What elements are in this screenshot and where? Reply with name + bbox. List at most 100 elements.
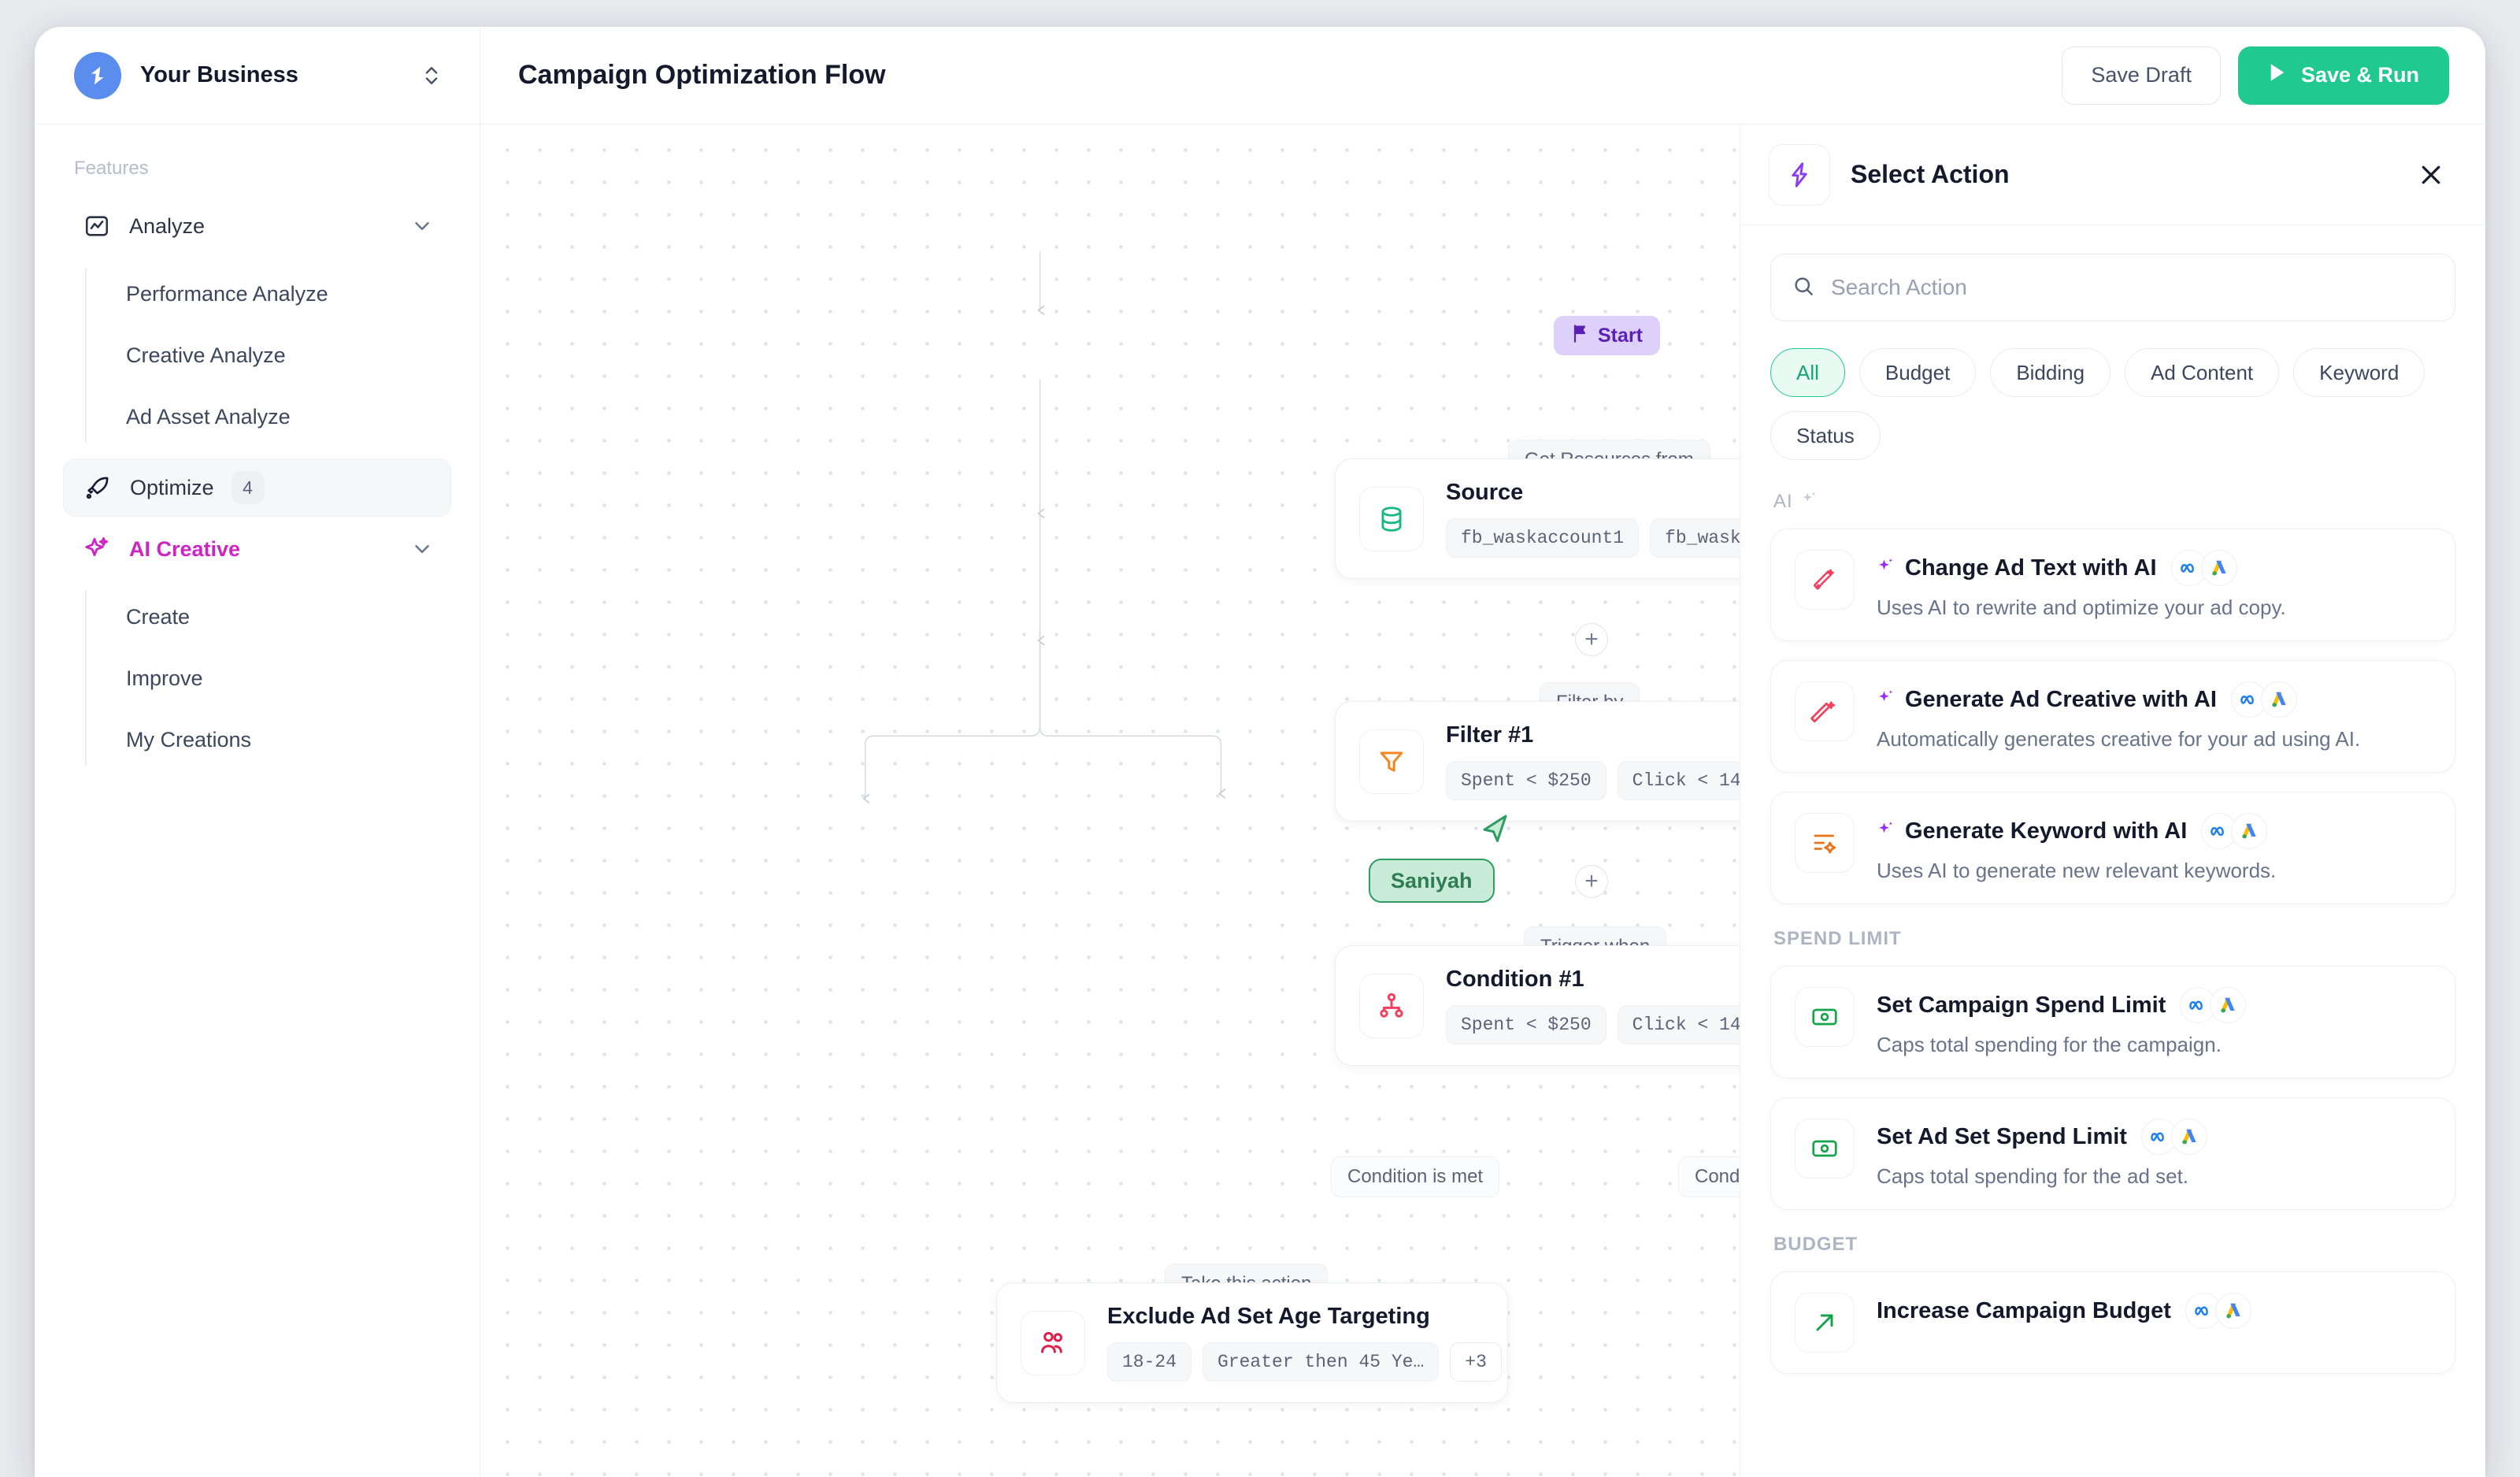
filter-chip-all[interactable]: All xyxy=(1770,348,1845,397)
node-title: Condition #1 xyxy=(1446,967,1584,992)
add-step-plus-button-1[interactable]: + xyxy=(1575,623,1608,656)
sidebar: Your Business Features Analyze xyxy=(35,27,480,1477)
body-row: Start Get Resources from Source fb_waska… xyxy=(480,124,2485,1477)
save-and-run-button[interactable]: Save & Run xyxy=(2237,46,2449,105)
platform-badges xyxy=(2170,550,2237,586)
action-title-row: Set Ad Set Spend Limit xyxy=(1877,1119,2207,1155)
paint-brush-icon xyxy=(1795,681,1855,741)
search-action-box[interactable] xyxy=(1770,254,2455,321)
group-label-ai: AI xyxy=(1773,490,2455,513)
node-chips: fb_waskaccount1 fb_waska… +3 xyxy=(1446,518,1740,558)
action-card-set-campaign-spend-limit[interactable]: Set Campaign Spend Limit xyxy=(1770,966,2455,1078)
sidebar-subitem-improve[interactable]: Improve xyxy=(126,666,203,690)
sidebar-subitem-my-creations[interactable]: My Creations xyxy=(126,727,252,751)
action-card-generate-ad-creative-with-ai[interactable]: Generate Ad Creative with AI xyxy=(1770,660,2455,773)
action-title: Generate Keyword with AI xyxy=(1905,818,2188,844)
node-filter[interactable]: Filter #1 Spent < $250 Click < 140… +3 xyxy=(1335,701,1740,822)
platform-badges xyxy=(2230,681,2297,718)
node-chip: 18-24 xyxy=(1107,1342,1192,1382)
chevron-up-down-icon[interactable] xyxy=(418,58,445,93)
search-input[interactable] xyxy=(1831,275,2434,300)
panel-header: Select Action xyxy=(1740,124,2485,225)
node-chip: fb_waskaccount1 xyxy=(1446,518,1640,558)
analyze-chart-icon xyxy=(80,213,113,239)
chevron-down-icon[interactable] xyxy=(410,537,434,561)
platform-badges xyxy=(2180,987,2247,1023)
sidebar-item-ai-creative[interactable]: AI Creative xyxy=(63,520,451,578)
node-title: Exclude Ad Set Age Targeting xyxy=(1107,1304,1430,1329)
sidebar-item-label: AI Creative xyxy=(129,536,241,561)
edge-label-condition-not-met: Condition isn't met xyxy=(1678,1156,1740,1197)
sidebar-item-analyze[interactable]: Analyze xyxy=(63,197,451,255)
action-body: Generate Ad Creative with AI xyxy=(1877,681,2360,751)
action-body: Change Ad Text with AI xyxy=(1877,550,2286,620)
play-icon xyxy=(2268,62,2287,88)
group-label-budget: BUDGET xyxy=(1773,1234,2455,1256)
action-card-set-ad-set-spend-limit[interactable]: Set Ad Set Spend Limit xyxy=(1770,1097,2455,1210)
filter-chip-bidding[interactable]: Bidding xyxy=(1990,348,2111,397)
nav-section-label: Features xyxy=(74,158,149,179)
node-chip: Spent < $250 xyxy=(1446,761,1606,800)
rocket-icon xyxy=(81,474,114,501)
node-source[interactable]: Source fb_waskaccount1 fb_waska… +3 xyxy=(1335,458,1740,579)
sidebar-item-optimize[interactable]: Optimize 4 xyxy=(63,458,451,517)
filter-chip-ad-content[interactable]: Ad Content xyxy=(2125,348,2280,397)
sidebar-subitem-performance-analyze[interactable]: Performance Analyze xyxy=(126,281,328,306)
sidebar-item-label: Optimize xyxy=(130,475,214,499)
page-title: Campaign Optimization Flow xyxy=(518,60,886,90)
google-ads-icon xyxy=(2210,987,2247,1023)
filter-chip-keyword[interactable]: Keyword xyxy=(2293,348,2426,397)
select-action-panel: Select Action All Budget xyxy=(1740,124,2485,1477)
google-ads-icon xyxy=(2231,813,2268,849)
google-ads-icon xyxy=(2170,1119,2207,1155)
workspace-switcher[interactable]: Your Business xyxy=(35,27,480,124)
action-card-change-ad-text-with-ai[interactable]: Change Ad Text with AI xyxy=(1770,529,2455,641)
sparkle-icon xyxy=(1877,688,1896,711)
action-title-row: Change Ad Text with AI xyxy=(1877,550,2286,586)
collab-cursor-label-saniyah: Saniyah xyxy=(1369,859,1495,903)
close-icon[interactable] xyxy=(2410,154,2452,196)
sparkle-icon xyxy=(80,535,113,563)
action-title: Increase Campaign Budget xyxy=(1877,1297,2171,1323)
main-area: Campaign Optimization Flow Save Draft Sa… xyxy=(480,27,2485,1477)
magic-wand-icon xyxy=(1795,550,1855,610)
sidebar-subitem-create[interactable]: Create xyxy=(126,604,191,629)
node-chip: Greater then 45 Ye… xyxy=(1203,1342,1440,1382)
start-node[interactable]: Start xyxy=(1554,316,1660,355)
node-condition[interactable]: Condition #1 Spent < $250 Click < 140… +… xyxy=(1335,945,1740,1066)
add-step-plus-button-2[interactable]: + xyxy=(1575,865,1608,898)
sparkle-icon xyxy=(1877,557,1896,580)
node-chip: Spent < $250 xyxy=(1446,1005,1606,1045)
panel-scroll-area[interactable]: All Budget Bidding Ad Content Keyword St… xyxy=(1740,225,2485,1477)
sidebar-subitem-creative-analyze[interactable]: Creative Analyze xyxy=(126,343,286,367)
action-title: Set Campaign Spend Limit xyxy=(1877,992,2166,1018)
google-ads-icon xyxy=(2214,1293,2251,1329)
filter-chip-budget[interactable]: Budget xyxy=(1858,348,1977,397)
action-filter-chips: All Budget Bidding Ad Content Keyword St… xyxy=(1770,348,2455,460)
node-chips: Spent < $250 Click < 140… +3 xyxy=(1446,761,1740,800)
node-action-exclude-age-targeting[interactable]: Exclude Ad Set Age Targeting 18-24 Great… xyxy=(996,1282,1508,1403)
topbar: Campaign Optimization Flow Save Draft Sa… xyxy=(480,27,2485,124)
node-chips: Spent < $250 Click < 140… +3 xyxy=(1446,1005,1740,1045)
sidebar-item-badge: 4 xyxy=(231,471,265,504)
node-chip-more[interactable]: +3 xyxy=(1450,1342,1502,1382)
sidebar-subitem-ad-asset-analyze[interactable]: Ad Asset Analyze xyxy=(126,404,291,429)
chevron-down-icon[interactable] xyxy=(410,214,434,238)
analyze-subitems: Performance Analyze Creative Analyze Ad … xyxy=(63,263,451,447)
meta-icon xyxy=(2230,681,2267,718)
node-chips: 18-24 Greater then 45 Ye… +3 xyxy=(1107,1342,1502,1382)
action-title-row: Set Campaign Spend Limit xyxy=(1877,987,2247,1023)
funnel-icon xyxy=(1359,729,1424,794)
action-description: Automatically generates creative for you… xyxy=(1877,727,2361,751)
brand-logo-icon xyxy=(74,51,121,99)
money-bill-icon xyxy=(1795,987,1855,1047)
save-draft-button[interactable]: Save Draft xyxy=(2062,46,2221,105)
group-label-text: BUDGET xyxy=(1773,1234,1858,1255)
action-card-generate-keyword-with-ai[interactable]: Generate Keyword with AI xyxy=(1770,792,2455,904)
sparkle-icon xyxy=(1877,820,1896,843)
keyword-list-icon xyxy=(1795,813,1855,873)
flow-canvas[interactable]: Start Get Resources from Source fb_waska… xyxy=(480,124,1740,1477)
node-chip: Click < 140… xyxy=(1617,761,1740,800)
action-card-increase-campaign-budget[interactable]: Increase Campaign Budget xyxy=(1770,1271,2455,1374)
filter-chip-status[interactable]: Status xyxy=(1770,411,1881,460)
